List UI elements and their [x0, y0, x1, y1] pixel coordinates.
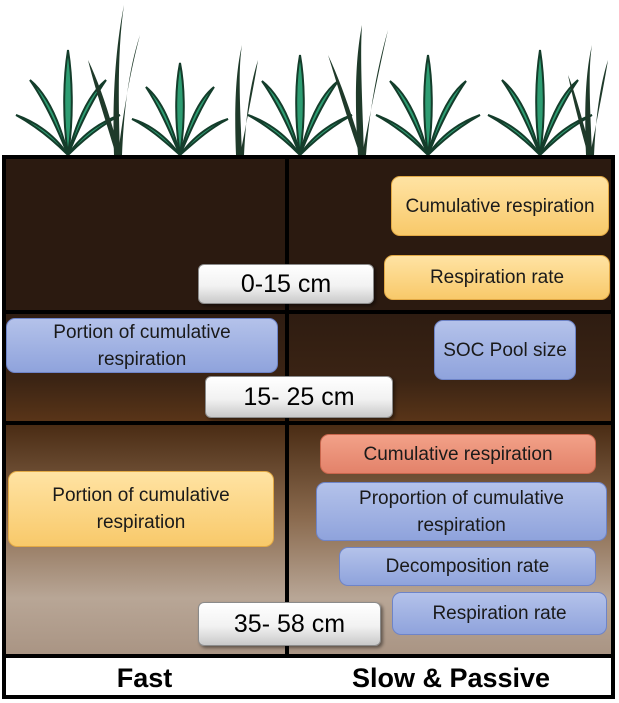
layer1-cumulative-respiration-box: Cumulative respiration — [391, 176, 609, 236]
column-label-bar — [2, 654, 615, 699]
column-label-fast: Fast — [116, 663, 173, 693]
layer3-decomposition-rate-box: Decomposition rate — [339, 547, 596, 586]
grass-blade-icon — [328, 25, 388, 155]
layer2-soc-pool-size-box: SOC Pool size — [434, 320, 576, 380]
layer3-proportion-cumulative-respiration-box: Proportion of cumulative respiration — [316, 482, 607, 541]
rosette-plant-icon — [131, 62, 229, 156]
grass-blade-icon — [568, 45, 608, 155]
layer3-portion-cumulative-respiration-box: Portion of cumulative respiration — [8, 471, 274, 547]
rosette-plant-icon — [487, 49, 593, 156]
depth-label-0-15: 0-15 cm — [198, 264, 374, 304]
grass-blade-icon — [88, 5, 140, 155]
column-label-slow-passive: Slow & Passive — [351, 663, 551, 693]
layer3-respiration-rate-box: Respiration rate — [392, 592, 607, 635]
layer1-respiration-rate-box: Respiration rate — [384, 255, 610, 300]
rosette-plant-icon — [375, 54, 481, 156]
layer2-portion-cumulative-respiration-box: Portion of cumulative respiration — [6, 318, 278, 373]
depth-label-35-58: 35- 58 cm — [198, 602, 381, 646]
vegetation-row — [15, 5, 608, 156]
rosette-plant-icon — [15, 49, 121, 156]
depth-label-15-25: 15- 25 cm — [205, 376, 393, 418]
grass-blade-icon — [235, 45, 258, 155]
rosette-plant-icon — [247, 54, 353, 156]
column-divider — [285, 155, 289, 699]
layer3-cumulative-respiration-box: Cumulative respiration — [320, 434, 596, 474]
